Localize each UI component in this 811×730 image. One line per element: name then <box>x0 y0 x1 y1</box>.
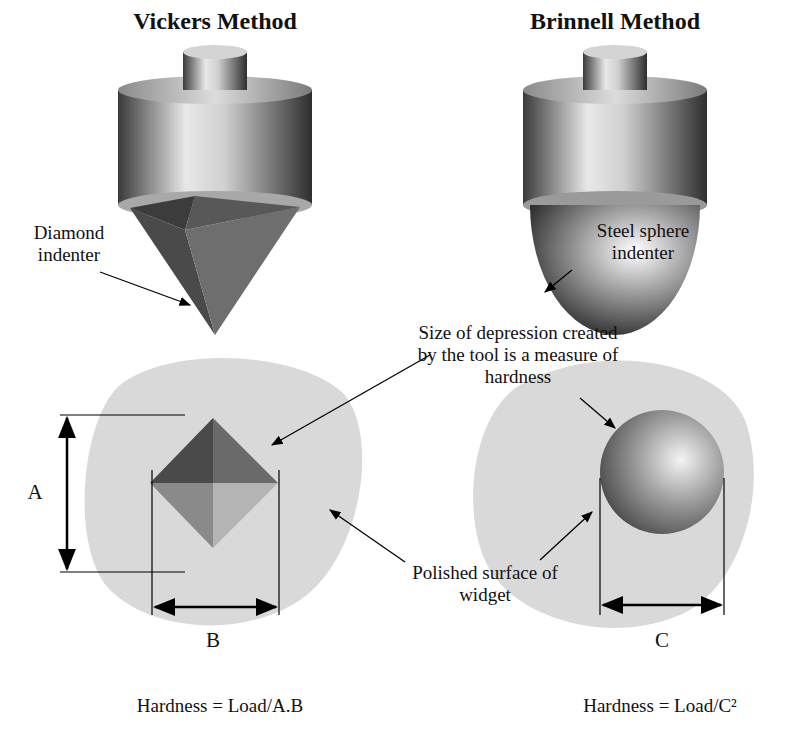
part-label: Diamond indenter <box>14 222 124 266</box>
dimension-a <box>60 415 185 572</box>
pyramid-depression <box>150 418 278 548</box>
formula-label: Hardness = Load/A.B <box>95 695 345 717</box>
part-label: Steel sphere indenter <box>588 220 698 264</box>
column-heading: Vickers Method <box>95 8 335 36</box>
brinnell-indenter <box>523 45 707 335</box>
dimension-c <box>600 478 724 615</box>
widget-surface <box>473 360 754 627</box>
note-label: Size of depression created by the tool i… <box>408 322 628 388</box>
dimension-label: B <box>198 628 228 652</box>
dimension-label: A <box>20 480 50 504</box>
dimension-b <box>152 470 279 615</box>
widget-surface <box>85 358 363 626</box>
note-label: Polished surface of widget <box>400 562 570 606</box>
dimension-label: C <box>647 628 677 652</box>
vickers-indenter <box>118 45 312 335</box>
formula-label: Hardness = Load/C² <box>530 695 790 717</box>
column-heading: Brinnell Method <box>495 8 735 36</box>
leader-lines <box>100 270 615 562</box>
sphere-depression <box>600 410 724 534</box>
